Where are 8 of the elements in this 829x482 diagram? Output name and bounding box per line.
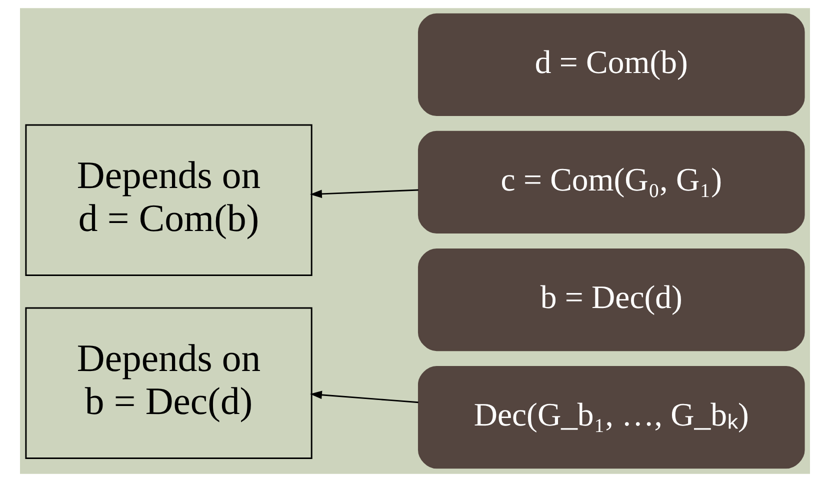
node-box: d = Com(b): [417, 13, 804, 116]
arrow: [310, 390, 418, 404]
node-box: c = Com(G₀, G₁): [417, 130, 804, 234]
node-box: Depends on b = Dec(d): [24, 307, 312, 459]
node-box: Depends on d = Com(b): [24, 124, 312, 276]
arrow: [310, 189, 418, 198]
node-box: Dec(G_b₁, …, G_bₖ): [417, 366, 804, 469]
node-box: b = Dec(d): [417, 248, 804, 352]
